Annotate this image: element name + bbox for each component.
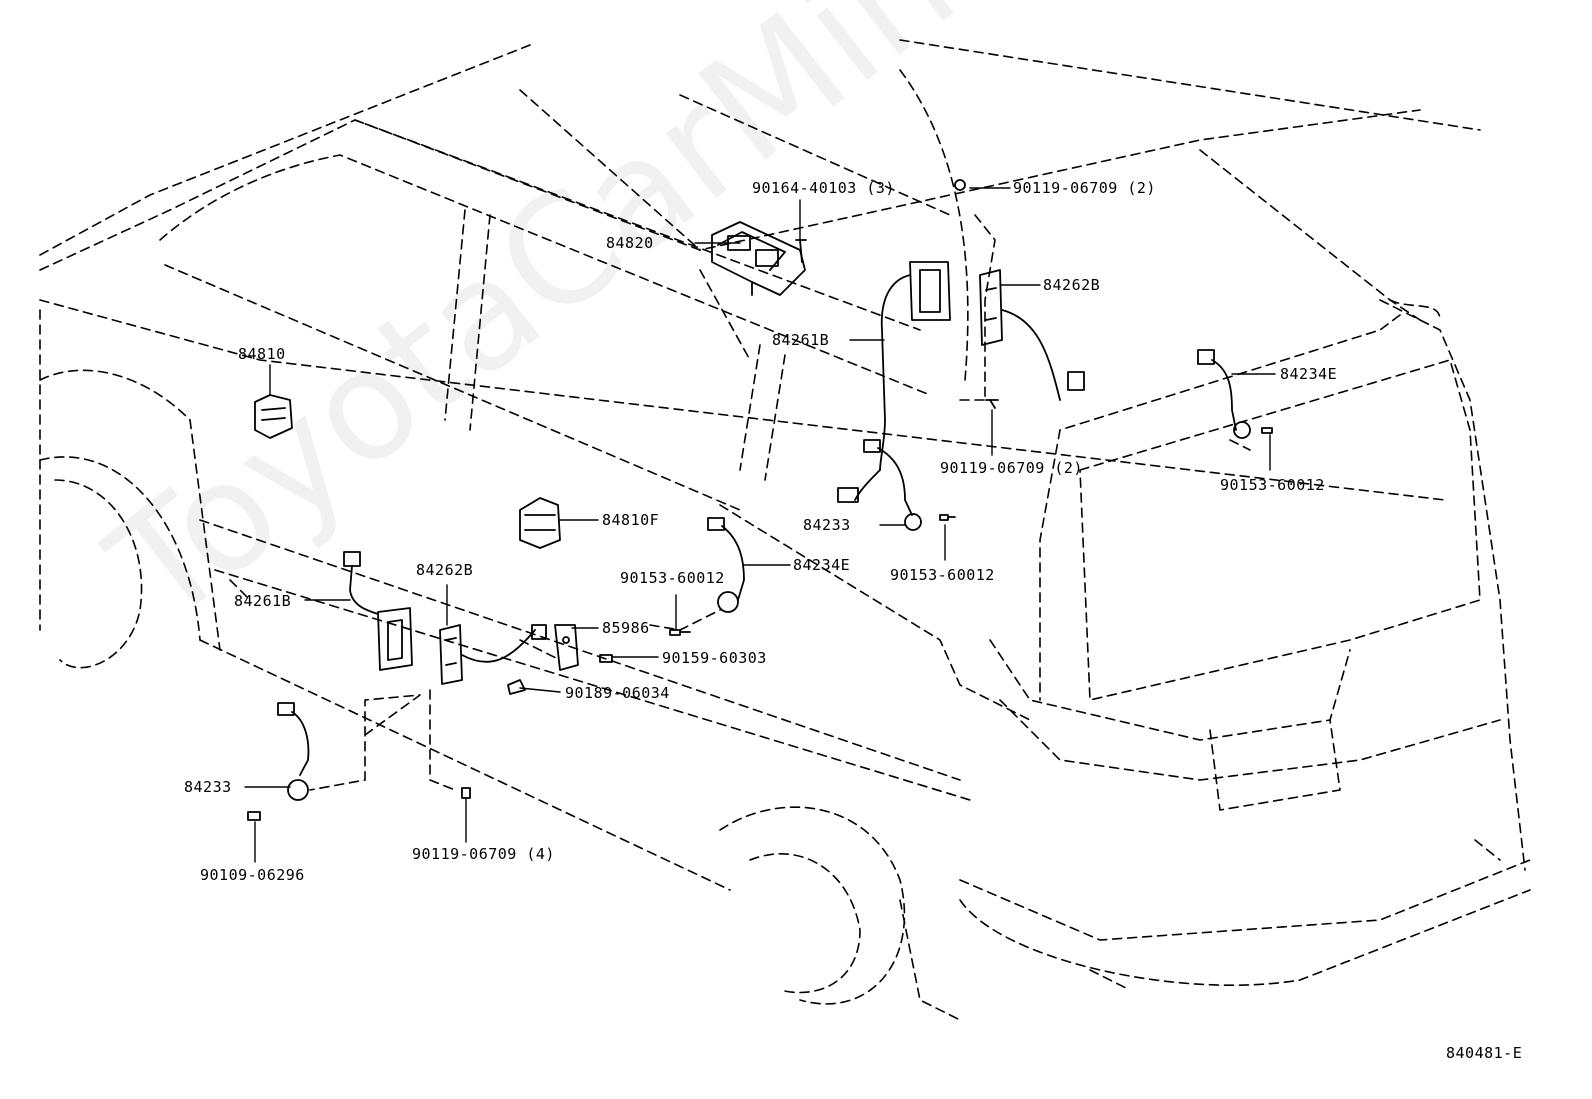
part-84261B-lower <box>343 551 413 671</box>
callout-90159-60303: 90159-60303 <box>662 649 767 667</box>
callout-90164-40103: 90164-40103 (3) <box>752 179 895 197</box>
callout-84262B-lower: 84262B <box>416 561 474 579</box>
part-84820 <box>711 221 806 296</box>
callout-84234E-middle: 84234E <box>793 556 851 574</box>
callout-90119-06709-mid: 90119-06709 (2) <box>940 459 1083 477</box>
callout-85986: 85986 <box>602 619 650 637</box>
part-84234E-middle <box>707 517 745 613</box>
callout-84262B-upper: 84262B <box>1043 276 1101 294</box>
callout-90119-06709-lower: 90119-06709 (4) <box>412 845 555 863</box>
callout-84810: 84810 <box>238 345 286 363</box>
part-84234E-right <box>1197 349 1251 439</box>
part-84233-upper <box>863 439 922 531</box>
vehicle-body-outline <box>39 39 1531 1021</box>
callout-84233-upper: 84233 <box>803 516 851 534</box>
part-sketches <box>247 179 1273 821</box>
part-84262B-upper <box>979 269 1085 401</box>
part-84261B-upper <box>837 261 951 503</box>
callout-84820: 84820 <box>606 234 654 252</box>
part-85986 <box>554 624 579 671</box>
callout-90109-06296: 90109-06296 <box>200 866 305 884</box>
figure-code: 840481-E <box>1446 1044 1523 1062</box>
leader-lines <box>244 187 1276 863</box>
callout-84261B-upper: 84261B <box>772 331 830 349</box>
bolts <box>247 179 1273 821</box>
part-84810F <box>519 497 561 549</box>
part-84233-lower <box>277 702 310 801</box>
callout-84234E-right: 84234E <box>1280 365 1338 383</box>
callout-90153-60012-left: 90153-60012 <box>620 569 725 587</box>
callout-90189-06034: 90189-06034 <box>565 684 670 702</box>
callout-90153-60012-mid: 90153-60012 <box>890 566 995 584</box>
callout-90119-06709-top: 90119-06709 (2) <box>1013 179 1156 197</box>
part-84262B-lower <box>439 624 547 685</box>
callout-84261B-lower: 84261B <box>234 592 292 610</box>
callout-90153-60012-right: 90153-60012 <box>1220 476 1325 494</box>
part-84810 <box>254 394 293 439</box>
callout-84810F: 84810F <box>602 511 660 529</box>
callout-84233-lower: 84233 <box>184 778 232 796</box>
